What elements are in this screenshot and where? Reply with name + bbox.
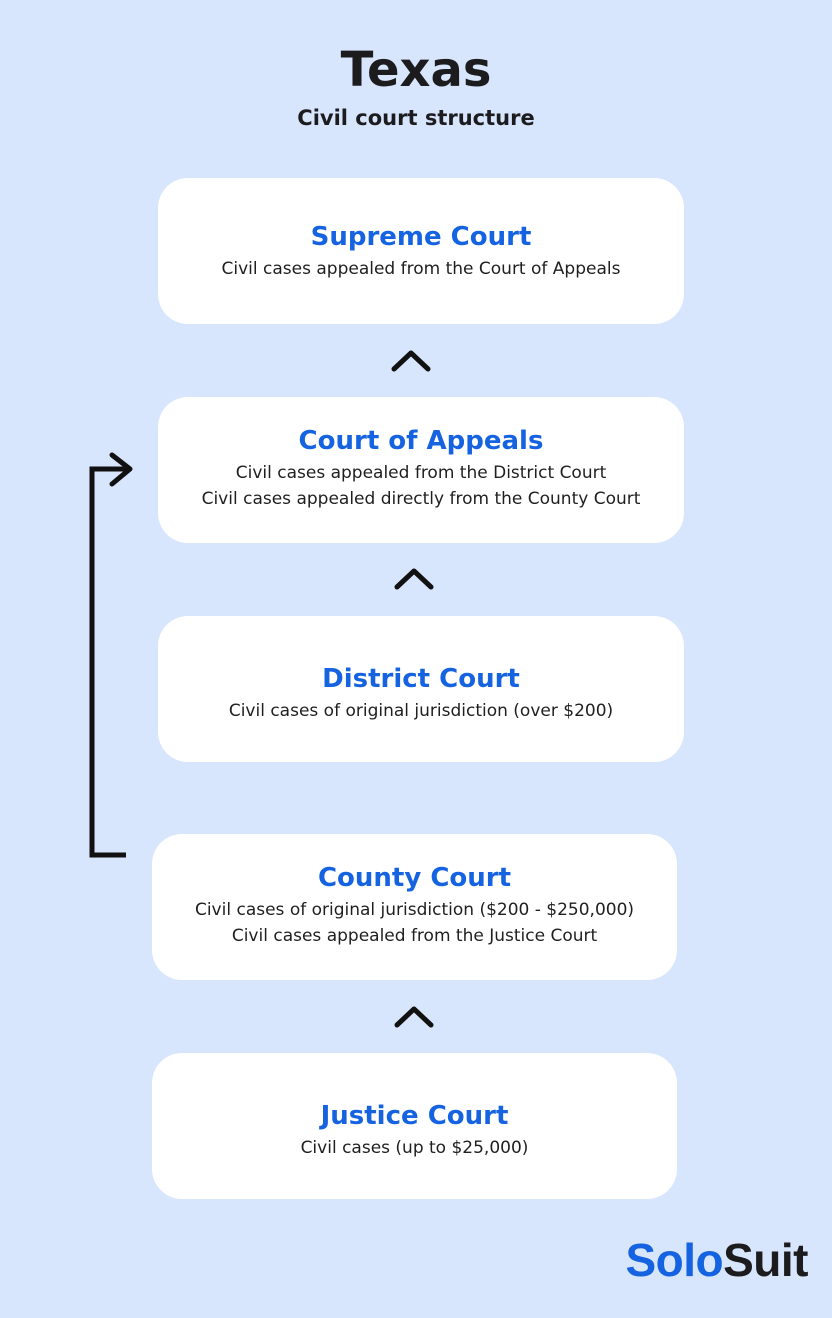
chevron-up-icon (394, 1006, 434, 1028)
court-name: Justice Court (320, 1101, 509, 1131)
court-box-appeals: Court of Appeals Civil cases appealed fr… (158, 397, 684, 543)
court-name: District Court (322, 664, 520, 694)
solosuit-logo: SoloSuit (625, 1232, 808, 1288)
court-box-district: District Court Civil cases of original j… (158, 616, 684, 762)
logo-part-suit: Suit (723, 1234, 808, 1286)
logo-part-solo: Solo (625, 1234, 724, 1286)
court-description: Civil cases appealed from the Court of A… (221, 259, 621, 279)
court-name: Supreme Court (310, 222, 532, 252)
court-description: Civil cases of original jurisdiction (ov… (228, 701, 614, 721)
court-description: Civil cases of original jurisdiction ($2… (194, 900, 635, 920)
page-subtitle: Civil court structure (297, 106, 535, 130)
court-box-supreme: Supreme Court Civil cases appealed from … (158, 178, 684, 324)
chevron-up-icon (391, 350, 431, 372)
page-title: Texas (340, 42, 492, 98)
court-box-justice: Justice Court Civil cases (up to $25,000… (152, 1053, 677, 1199)
court-name: County Court (317, 863, 512, 893)
header: Texas Civil court structure (0, 40, 832, 132)
court-description: Civil cases appealed from the Justice Co… (231, 926, 598, 946)
chevron-up-icon (394, 568, 434, 590)
court-description: Civil cases appealed from the District C… (235, 463, 607, 483)
court-box-county: County Court Civil cases of original jur… (152, 834, 677, 980)
court-name: Court of Appeals (298, 426, 544, 456)
court-description: Civil cases (up to $25,000) (300, 1138, 529, 1158)
court-description: Civil cases appealed directly from the C… (201, 489, 641, 509)
